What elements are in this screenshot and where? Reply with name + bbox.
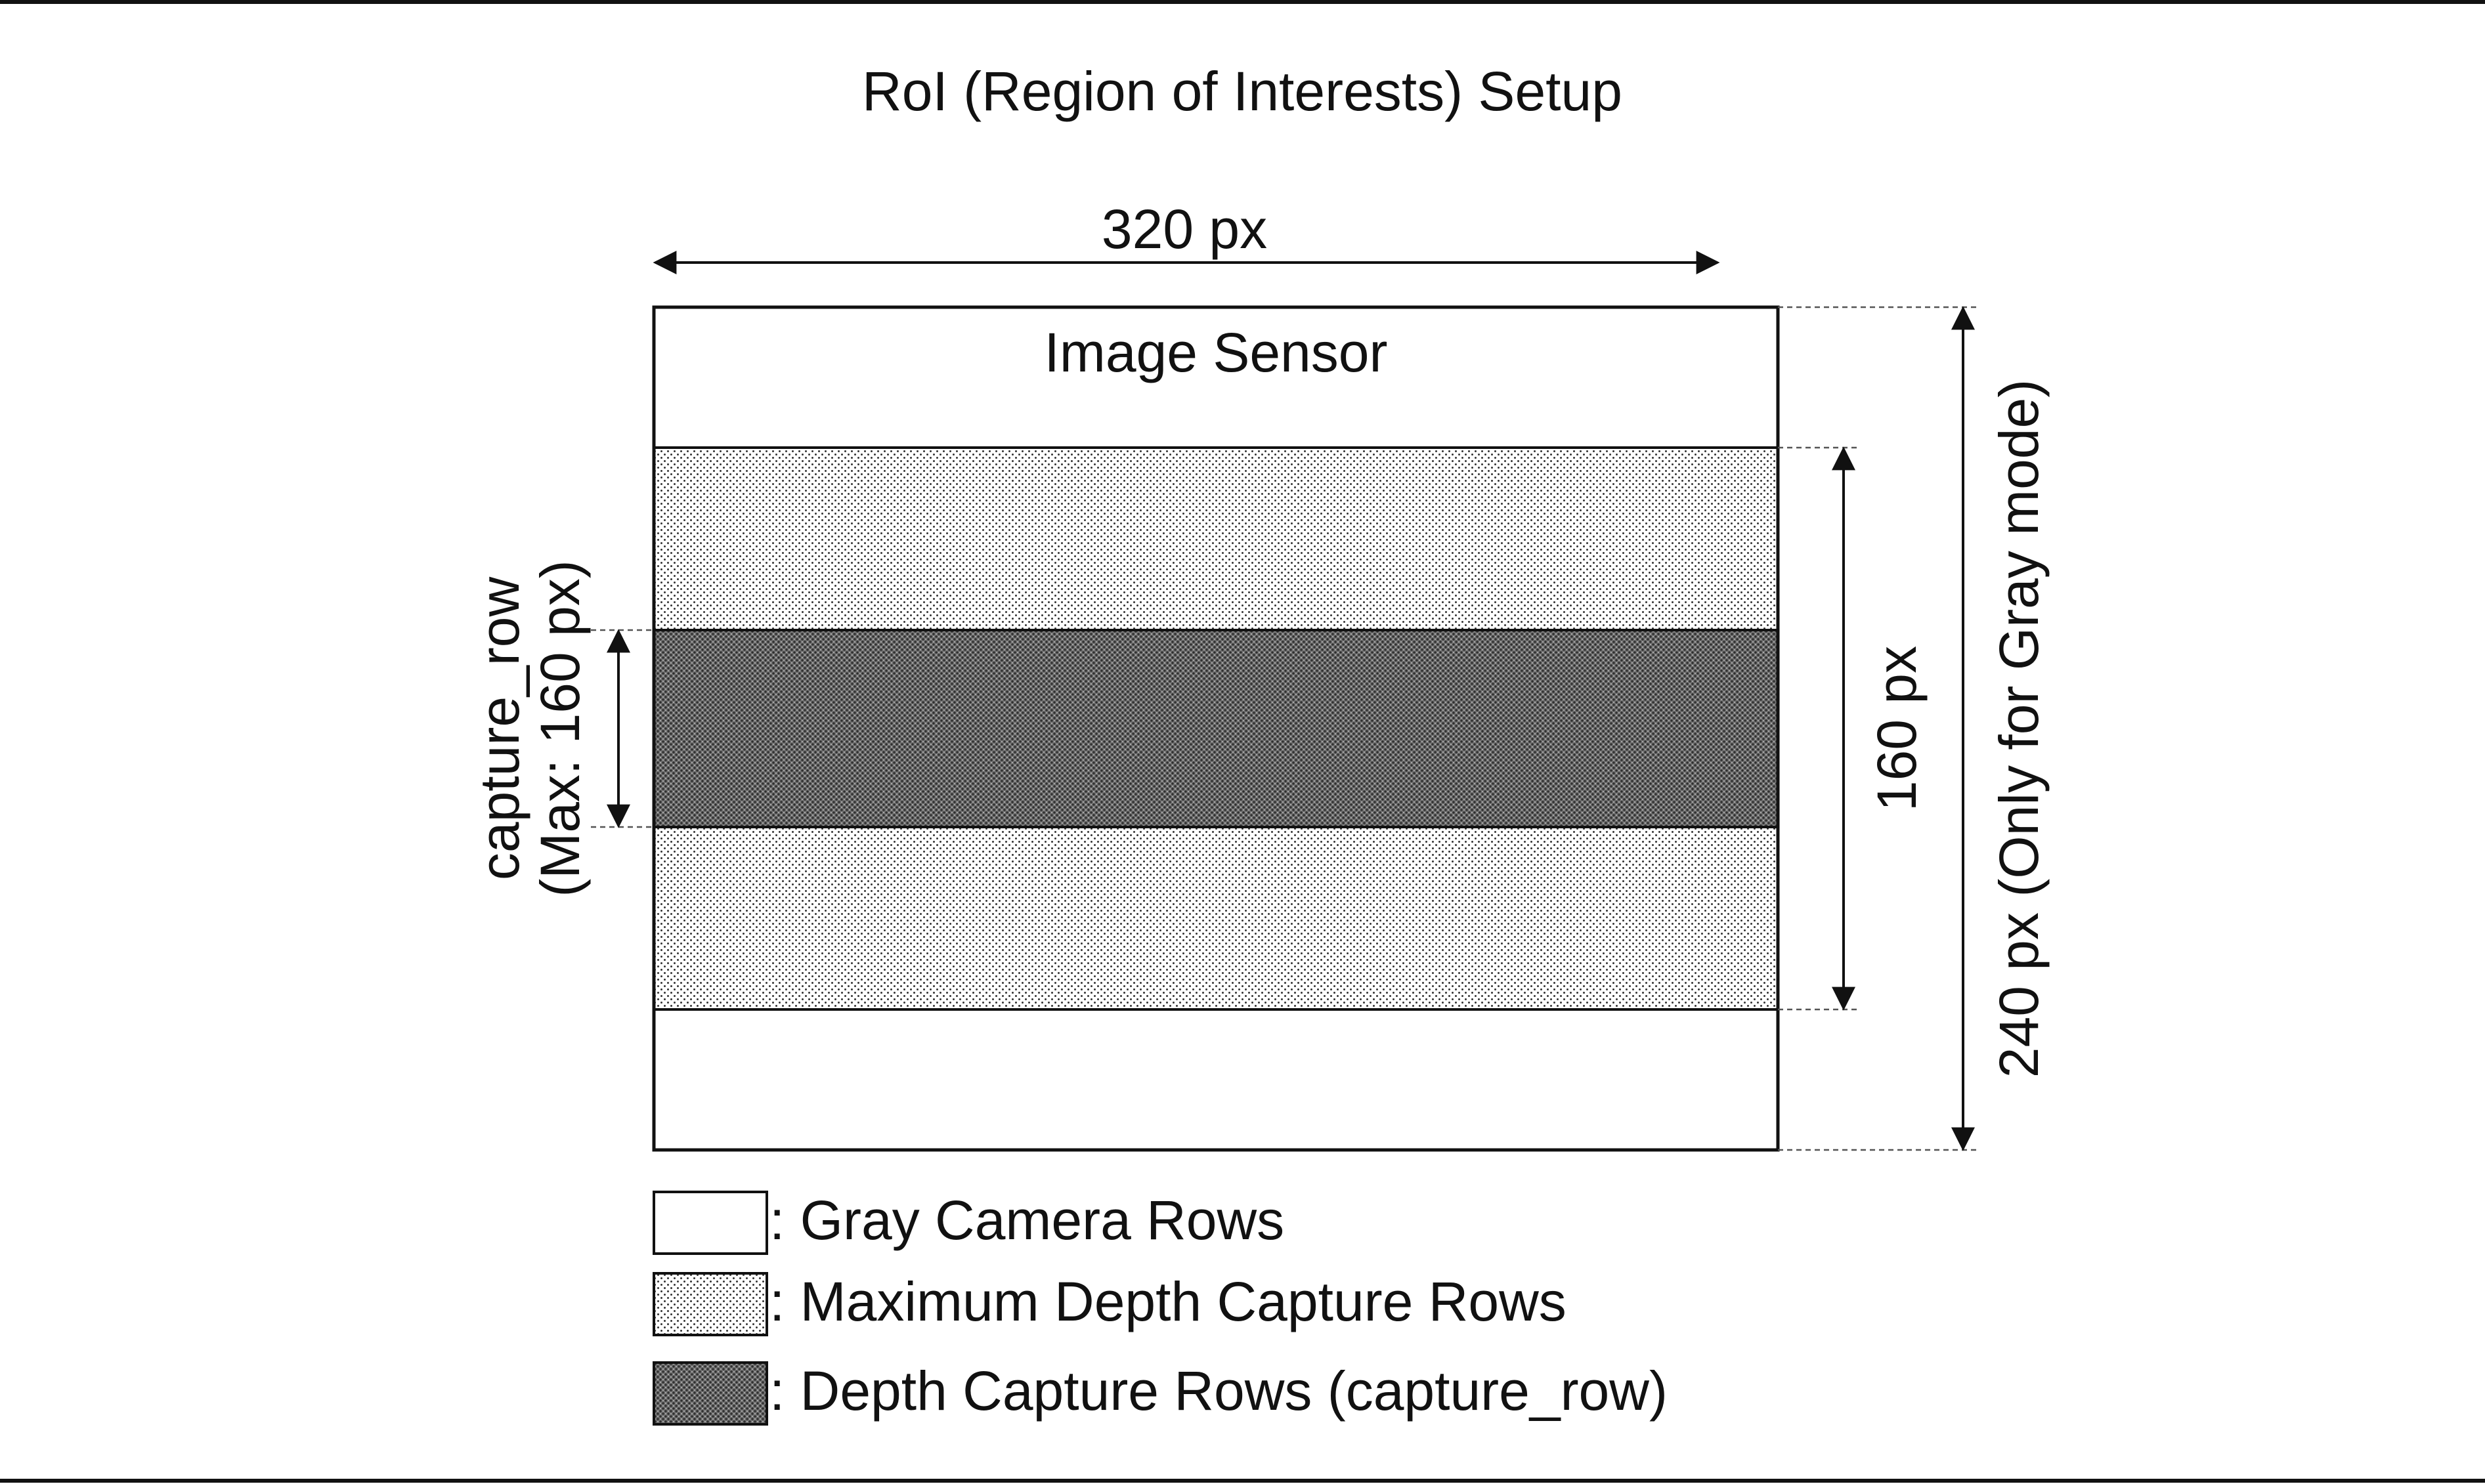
legend-item-max-depth-rows: : Maximum Depth Capture Rows xyxy=(653,1271,1567,1336)
gray-row-top xyxy=(654,307,1778,448)
capture-row-max-label: (Max: 160 px) xyxy=(529,560,591,897)
legend-label: : Gray Camera Rows xyxy=(769,1189,1284,1251)
max-depth-row-bottom xyxy=(654,827,1778,1009)
depth-capture-rows xyxy=(654,630,1778,827)
legend-swatch-light-dots xyxy=(653,1272,768,1336)
gray-row-bottom xyxy=(654,1009,1778,1150)
legend: : Gray Camera Rows : Maximum Depth Captu… xyxy=(653,1189,1668,1426)
width-dimension-label: 320 px xyxy=(1102,198,1267,260)
image-sensor-frame xyxy=(652,305,1780,1152)
legend-swatch-white xyxy=(653,1191,768,1255)
full-height-label: 240 px (Only for Gray mode) xyxy=(1988,379,2050,1078)
diagram-title: RoI (Region of Interests) Setup xyxy=(862,60,1622,122)
image-sensor-label: Image Sensor xyxy=(1045,322,1388,383)
legend-swatch-dense-dots xyxy=(653,1361,768,1426)
legend-label: : Maximum Depth Capture Rows xyxy=(769,1271,1567,1332)
capture-row-label: capture_row xyxy=(469,577,530,881)
max-depth-height-label: 160 px xyxy=(1866,646,1928,811)
legend-item-gray-camera-rows: : Gray Camera Rows xyxy=(653,1189,1284,1255)
legend-label: : Depth Capture Rows (capture_row) xyxy=(769,1360,1668,1422)
legend-item-depth-capture-rows: : Depth Capture Rows (capture_row) xyxy=(653,1360,1668,1426)
max-depth-row-top xyxy=(654,448,1778,630)
